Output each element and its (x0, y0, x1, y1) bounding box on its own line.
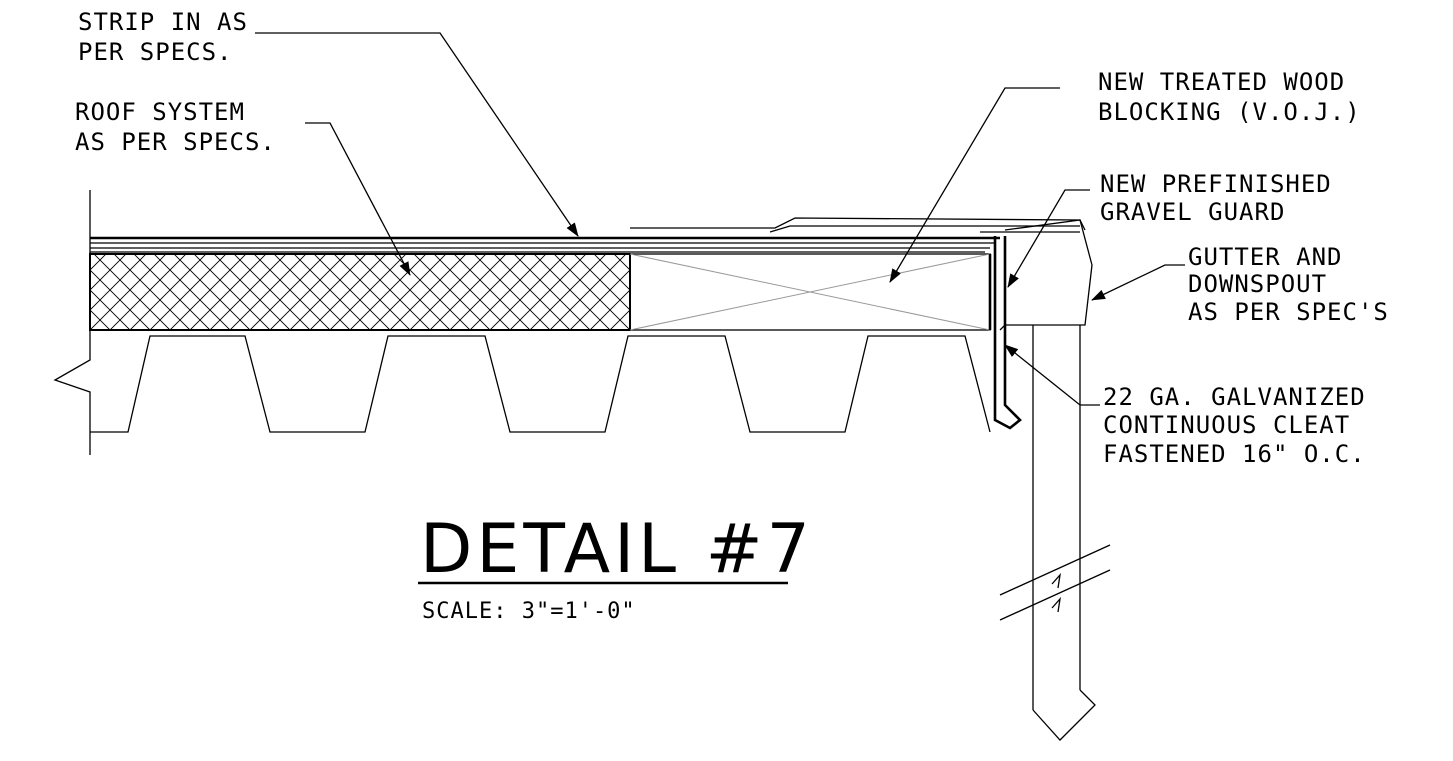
label-roof-system: ROOF SYSTEM AS PER SPECS. (75, 98, 276, 156)
metal-deck (90, 335, 991, 433)
leader-lines (255, 32, 1185, 406)
wood-blocking (629, 253, 992, 331)
scale-note: SCALE: 3"=1'-0" (422, 599, 636, 624)
detail-title: DETAIL #7 (420, 510, 814, 589)
label-strip-in: STRIP IN AS PER SPECS. (78, 8, 263, 66)
label-gravel-guard: NEW PREFINISHED GRAVEL GUARD (1100, 170, 1347, 226)
label-cleat: 22 GA. GALVANIZED CONTINUOUS CLEAT FASTE… (1103, 383, 1381, 468)
label-gutter: GUTTER AND DOWNSPOUT AS PER SPEC'S (1188, 243, 1389, 326)
roof-insulation (89, 253, 631, 331)
gravel-guard (630, 217, 1086, 430)
gutter (999, 219, 1093, 331)
label-wood-blocking: NEW TREATED WOOD BLOCKING (V.O.J.) (1098, 68, 1361, 126)
roof-membrane (90, 236, 1000, 253)
downspout (999, 325, 1111, 741)
wall-break-line (53, 190, 91, 455)
